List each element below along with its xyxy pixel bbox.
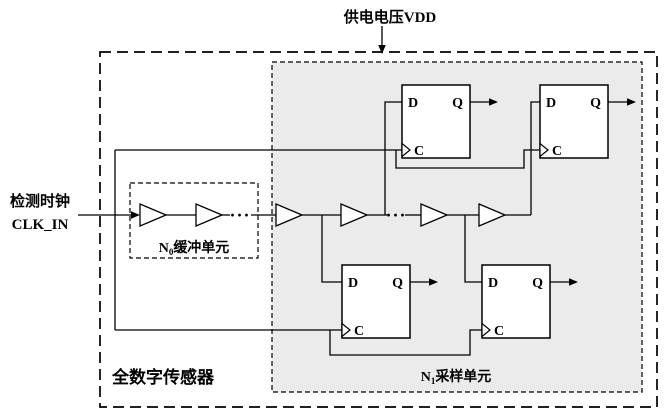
chain-ellipsis: ··· — [385, 205, 406, 225]
tap-to-top-right-d — [530, 101, 540, 215]
flipflop-body — [539, 84, 609, 159]
buffer-unit-label-sub: 0 — [169, 247, 174, 257]
flipflop-bottom-left: D Q C — [341, 264, 438, 339]
buffer-gate-icon — [420, 203, 449, 227]
flipflop-body — [341, 264, 411, 339]
c-clock-label: C — [414, 144, 424, 159]
c-clock-label: C — [552, 144, 562, 159]
sample-unit-label-sub: 1 — [431, 376, 436, 386]
q-output-label: Q — [392, 276, 403, 291]
clock-distribution-wires — [114, 149, 540, 356]
d-input-label: D — [408, 96, 418, 111]
vdd-supply-label: 供电电压VDD — [343, 8, 437, 26]
flipflop-top-left: D Q C — [401, 84, 498, 159]
vdd-arrowhead-icon — [378, 45, 386, 54]
clock-signal-label: CLK_IN — [12, 217, 69, 233]
flipflop-body — [481, 264, 551, 339]
c-clock-label: C — [354, 324, 364, 339]
sensor-outer-label: 全数字传感器 — [111, 367, 215, 387]
chain-ellipsis: ··· — [229, 205, 250, 225]
clk-input-wire — [78, 211, 140, 219]
q-output-label: Q — [452, 96, 463, 111]
clock-bottom-right-branch — [329, 329, 482, 356]
tap-to-top-left-d — [384, 101, 402, 215]
clock-wedge-icon — [481, 322, 491, 338]
q-arrowhead-icon — [627, 98, 636, 106]
sensor-outer-box — [99, 51, 658, 408]
q-arrowhead-icon — [429, 278, 438, 286]
d-input-label: D — [546, 96, 556, 111]
buffer-chain: ··· ··· — [139, 203, 507, 227]
buffer-gate-icon — [195, 203, 224, 227]
clock-top-right-branch — [395, 149, 540, 169]
d-input-label: D — [488, 276, 498, 291]
sample-unit-label-base: N — [421, 370, 431, 385]
flipflop-body — [401, 84, 471, 159]
clock-wedge-icon — [401, 142, 411, 158]
buffer-gate-icon — [340, 203, 369, 227]
buffer-gate-icon — [478, 203, 507, 227]
tap-wires — [321, 101, 540, 283]
q-arrowhead-icon — [569, 278, 578, 286]
sample-unit-label: N1采样单元 — [421, 368, 492, 386]
c-clock-label: C — [494, 324, 504, 339]
buffer-gate-icon — [275, 203, 304, 227]
tap-to-bottom-right-d — [464, 215, 482, 283]
buffer-unit-label-base: N — [159, 241, 169, 256]
q-output-label: Q — [590, 96, 601, 111]
d-input-label: D — [348, 276, 358, 291]
buffer-unit-label: N0缓冲单元 — [159, 239, 230, 257]
flipflop-bottom-right: D Q C — [481, 264, 578, 339]
sample-unit-label-suffix: 采样单元 — [434, 368, 491, 385]
tap-to-bottom-left-d — [321, 215, 342, 283]
clock-name-label: 检测时钟 — [10, 192, 70, 210]
clk-arrowhead-icon — [131, 211, 140, 219]
buffer-gate-icon — [139, 203, 168, 227]
clock-wedge-icon — [341, 322, 351, 338]
q-output-label: Q — [532, 276, 543, 291]
buffer-unit-box — [129, 182, 259, 259]
clock-wedge-icon — [539, 142, 549, 158]
flipflop-top-right: D Q C — [539, 84, 636, 159]
buffer-unit-label-suffix: 缓冲单元 — [173, 239, 229, 256]
vdd-arrow — [378, 26, 386, 54]
q-arrowhead-icon — [489, 98, 498, 106]
